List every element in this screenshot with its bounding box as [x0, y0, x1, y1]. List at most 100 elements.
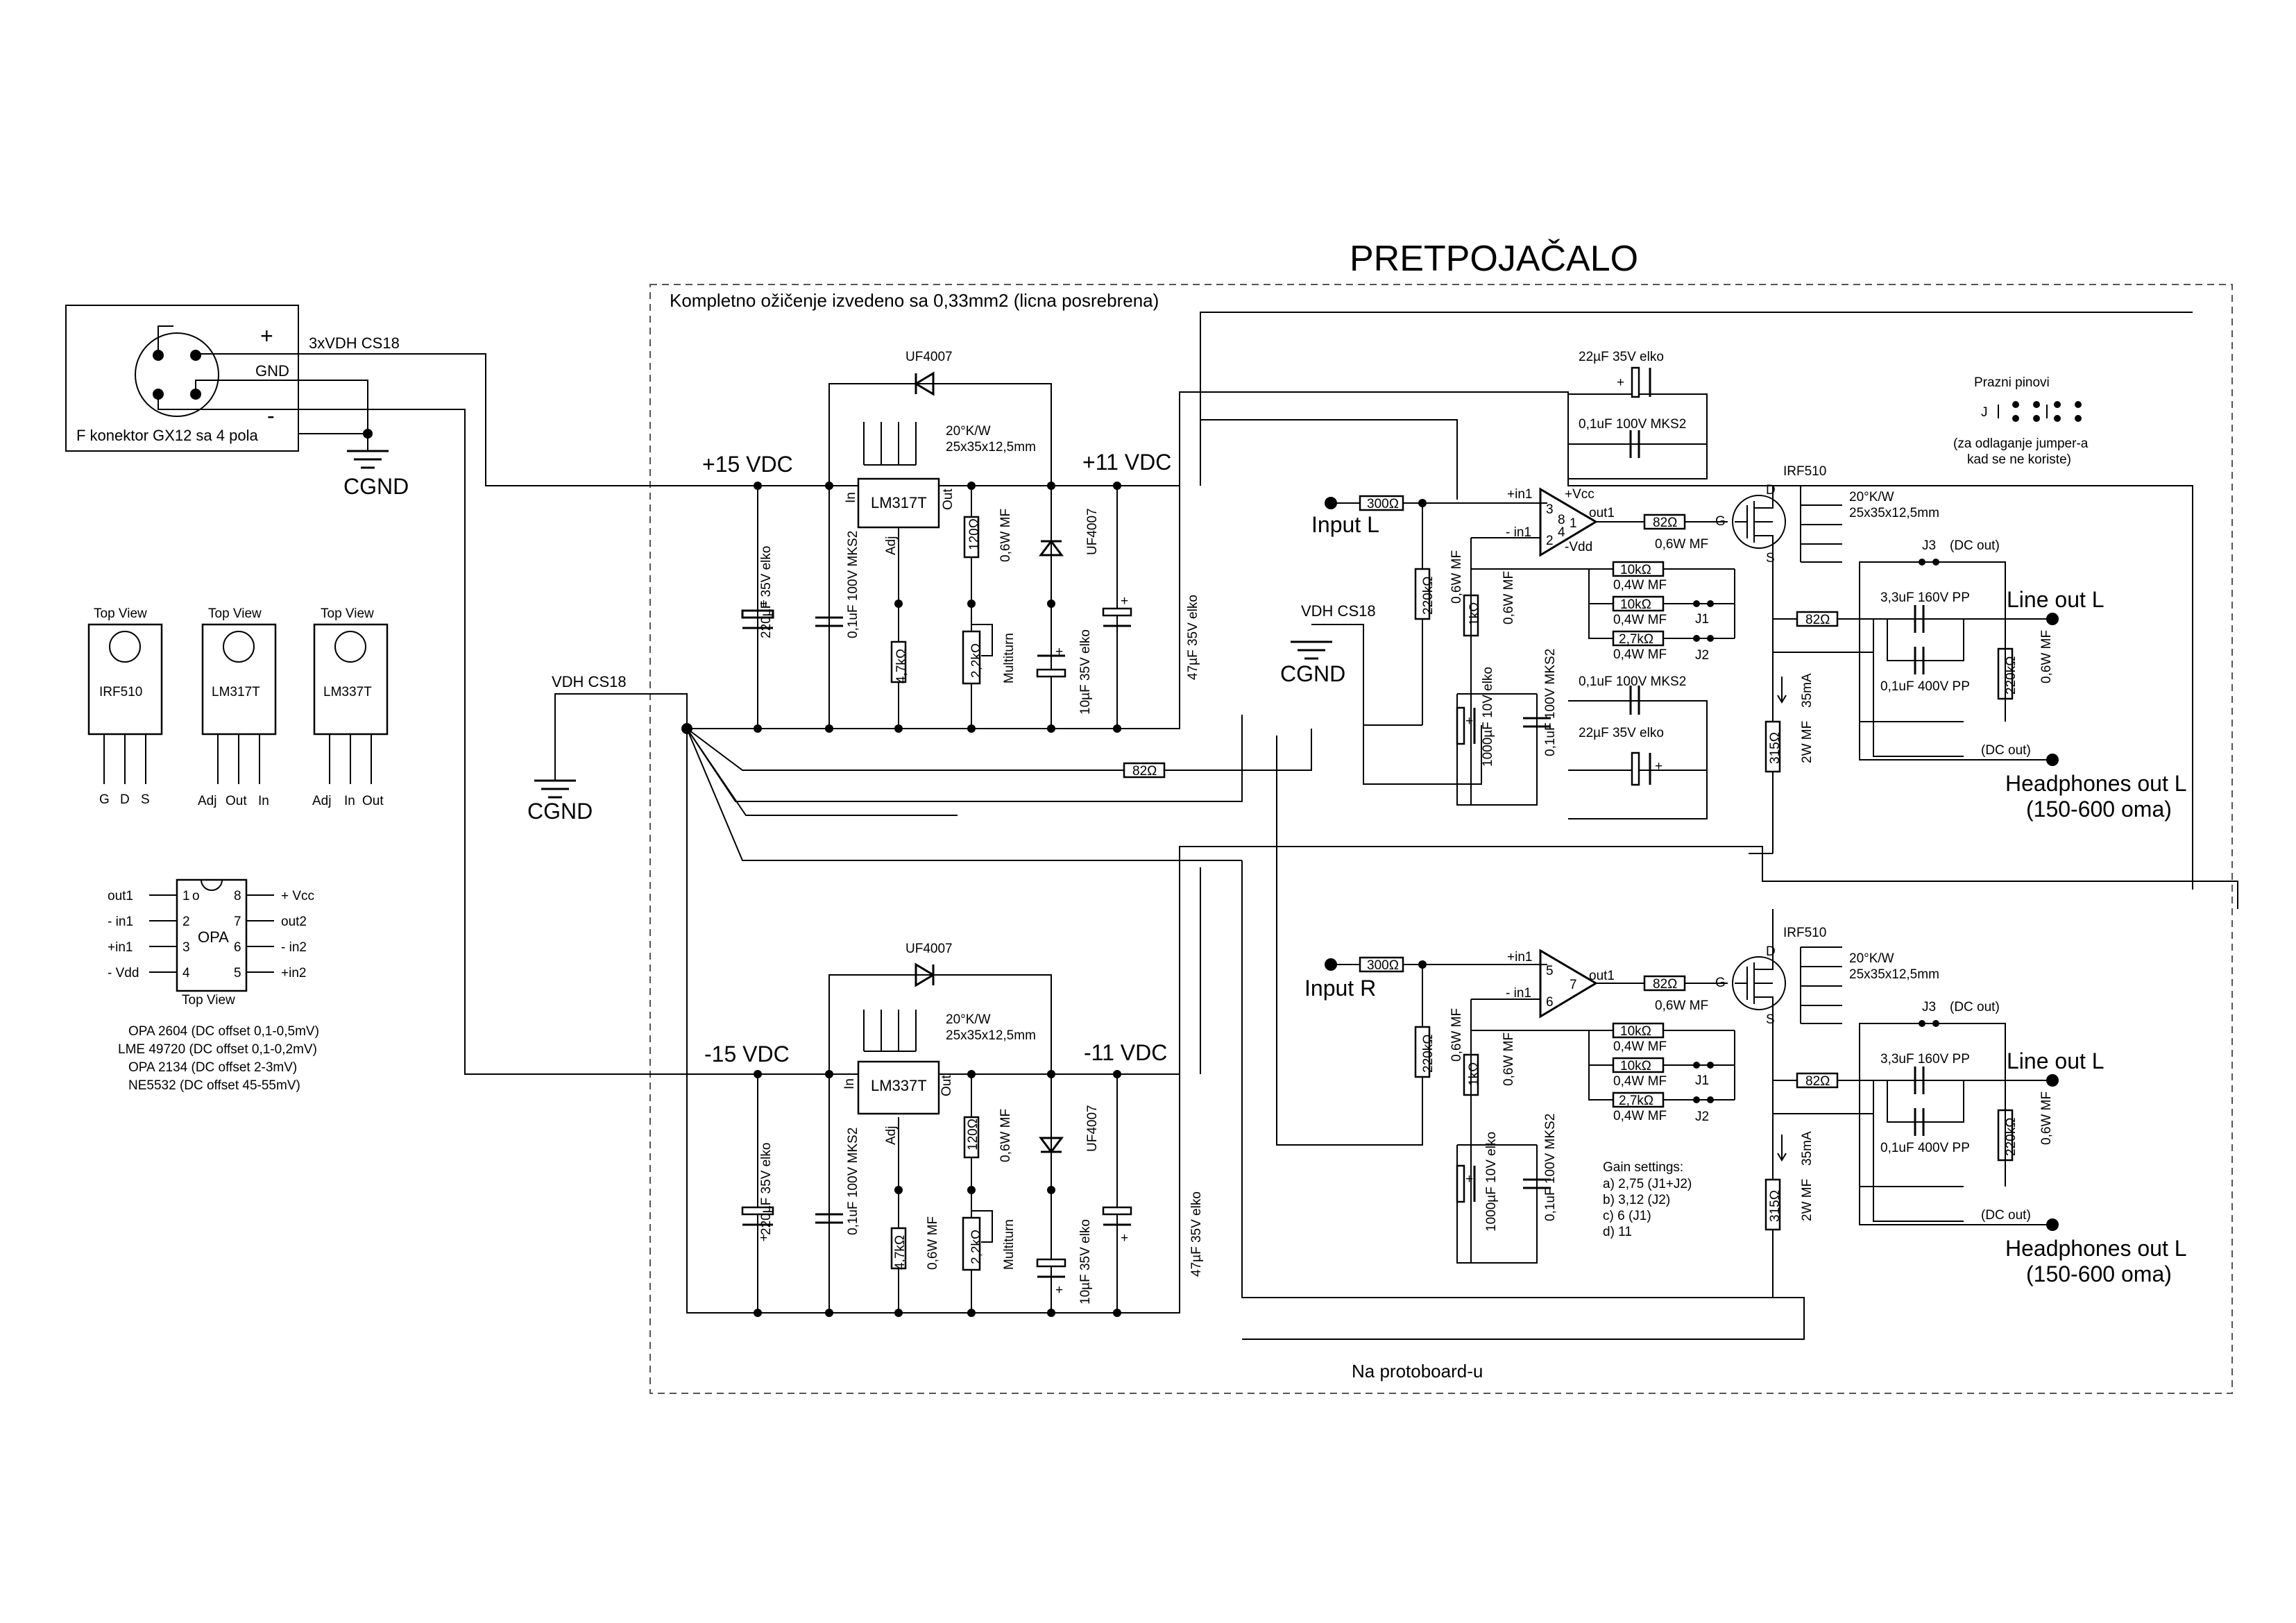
- mosfet-pin: S: [1766, 551, 1775, 566]
- jumper-pin[interactable]: [1919, 559, 1925, 566]
- input-label: Input L: [1311, 512, 1379, 537]
- spare-pin[interactable]: [2012, 401, 2019, 408]
- cap-label: 220µF 35V elko: [759, 546, 774, 638]
- current-arrow-icon: [1777, 1135, 1787, 1162]
- jumper-pin[interactable]: [1932, 559, 1939, 566]
- gnd-label: GND: [255, 362, 289, 380]
- resistor-value: 315Ω: [1768, 732, 1783, 764]
- star-ground-fanout: [686, 715, 1312, 861]
- multiturn-pot: [962, 1216, 981, 1271]
- spare-pin[interactable]: [2012, 415, 2019, 422]
- resistor-value: 4,7kΩ: [893, 1235, 908, 1270]
- jumper-pin[interactable]: [1693, 1062, 1700, 1069]
- lm337-regulator: [857, 1060, 940, 1115]
- jumper-pin[interactable]: [1919, 1020, 1925, 1027]
- regulator-name: LM317T: [871, 494, 927, 511]
- plus-sign: +: [260, 323, 273, 348]
- voltage-label: +11 VDC: [1082, 450, 1171, 475]
- headphones-out-r-jack[interactable]: [2046, 1218, 2059, 1231]
- resistor-220k: [1414, 568, 1431, 620]
- heatsink-spec: 20°K/W: [1849, 490, 1894, 504]
- resistor-spec: 0,4W MF: [1613, 578, 1667, 593]
- opamp-pin-number: 5: [1546, 964, 1554, 978]
- regulator-pin: Out: [939, 1075, 954, 1096]
- connector-outline: [65, 305, 299, 452]
- spare-pin[interactable]: [2054, 415, 2061, 422]
- regulator-pin: Out: [941, 488, 955, 510]
- lm317-regulator: [857, 477, 940, 529]
- dc-out-label: (DC out): [1950, 538, 2000, 553]
- dc-out-label: (DC out): [1981, 1208, 2031, 1223]
- heatsink-icon: [1800, 946, 1842, 1024]
- heatsink-icon: [863, 1010, 917, 1052]
- package-leads: [217, 734, 260, 784]
- resistor-value: 2,7kΩ: [1619, 1094, 1653, 1108]
- resistor-82-out: [1796, 1072, 1839, 1089]
- headphones-out-l-jack[interactable]: [2046, 754, 2059, 766]
- spare-pin[interactable]: [2075, 415, 2082, 422]
- pin-label: - in2: [281, 940, 307, 955]
- dc-out-label: (DC out): [1950, 1000, 2000, 1014]
- electrolytic-cap: [1456, 1164, 1465, 1203]
- resistor-spec: 0,4W MF: [1613, 1074, 1667, 1089]
- resistor-spec: 0,4W MF: [1613, 647, 1667, 662]
- spare-note: (za odlaganje jumper-a: [1953, 436, 2089, 451]
- jumper-label: J1: [1695, 1073, 1709, 1088]
- cap-label: 220µF 35V elko: [759, 1143, 774, 1235]
- minus-sign: -: [267, 403, 275, 428]
- polarity-plus: +: [1465, 1172, 1473, 1187]
- psu-gnd-rail: [686, 729, 1180, 1314]
- jumper-pin[interactable]: [1707, 635, 1714, 642]
- jumper-pin[interactable]: [1693, 635, 1700, 642]
- opamp-pin-number: 3: [1546, 502, 1554, 517]
- opamp-pin-number: 4: [1558, 525, 1565, 540]
- mosfet-name: IRF510: [1783, 926, 1826, 940]
- spare-pin[interactable]: [2054, 401, 2061, 408]
- opamp-icon: [1539, 487, 1598, 557]
- cap-label: 22µF 35V elko: [1579, 726, 1664, 740]
- cap-label: 47µF 35V elko: [1186, 595, 1200, 680]
- spare-pin[interactable]: [2033, 415, 2040, 422]
- resistor-value: 82Ω: [1805, 1074, 1830, 1089]
- dc-out-label: (DC out): [1981, 743, 2031, 758]
- resistor-spec: 0,4W MF: [1613, 613, 1667, 627]
- mosfet-irf510: [1732, 495, 1786, 549]
- regulator-pin: In: [842, 1078, 857, 1089]
- opamp-note: LME 49720 (DC offset 0,1-0,2mV): [118, 1042, 317, 1057]
- jumper-pin[interactable]: [1693, 600, 1700, 607]
- package-body: [87, 623, 163, 736]
- jumper-pin[interactable]: [1707, 1096, 1714, 1103]
- spare-jumper-bar: [1998, 405, 2048, 418]
- headphone-wire: [1859, 1187, 2054, 1225]
- jumper-pin[interactable]: [1693, 1096, 1700, 1103]
- spare-note: kad se ne koriste): [1967, 452, 2071, 467]
- pot-value: 2,2kΩ: [969, 1230, 984, 1264]
- package-body: [313, 623, 389, 736]
- jumper-pin[interactable]: [1932, 1020, 1939, 1027]
- film-cap: [815, 616, 843, 627]
- resistor-spec: 0,4W MF: [1613, 1109, 1667, 1123]
- resistor-value: 82Ω: [1132, 764, 1157, 779]
- diode-label: UF4007: [905, 942, 953, 956]
- pot-spec: Multiturn: [1002, 1219, 1017, 1270]
- spare-pin[interactable]: [2075, 401, 2082, 408]
- film-cap: [815, 1213, 843, 1224]
- spare-pin[interactable]: [2033, 401, 2040, 408]
- cap-label: 0,1uF 400V PP: [1880, 1141, 1970, 1155]
- cgnd-label: CGND: [1280, 661, 1345, 686]
- gain-option: a) 2,75 (J1+J2): [1603, 1177, 1692, 1191]
- opamp-pin-number: 1: [1570, 516, 1577, 531]
- jumper-pin[interactable]: [1707, 600, 1714, 607]
- line-out-l-jack[interactable]: [2046, 613, 2059, 625]
- film-cap: [1914, 605, 1925, 633]
- film-cap: [1629, 686, 1640, 715]
- line-out-r-jack[interactable]: [2046, 1074, 2059, 1087]
- electrolytic-cap: [1036, 1258, 1066, 1268]
- pin-number: 7: [234, 915, 241, 929]
- dip-view-label: Top View: [182, 993, 235, 1008]
- resistor-4k7: [890, 640, 907, 683]
- jumper-pin[interactable]: [1707, 1062, 1714, 1069]
- resistor-spec: 0,6W MF: [1502, 571, 1516, 624]
- electrolytic-cap: [1102, 1206, 1132, 1216]
